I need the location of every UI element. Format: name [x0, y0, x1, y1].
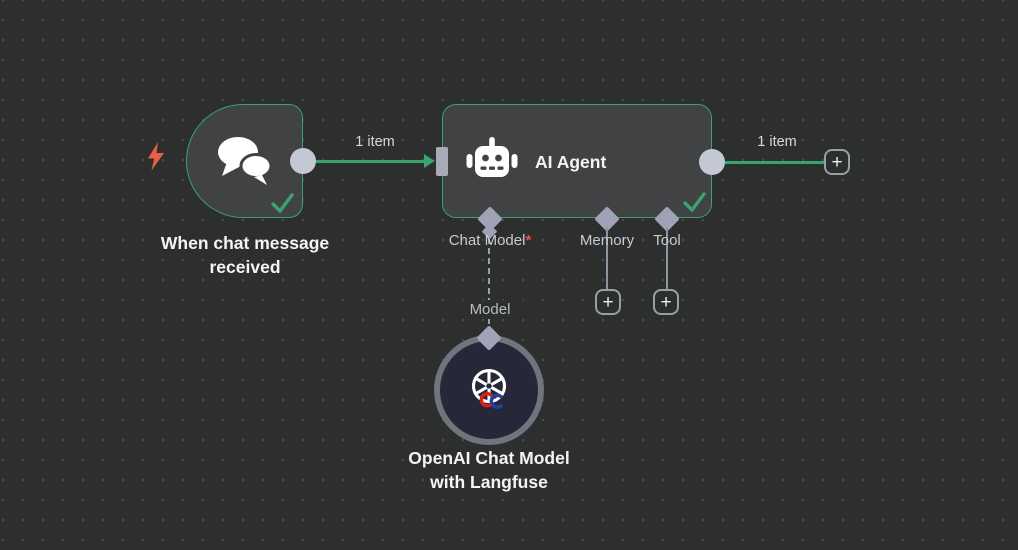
success-check-icon	[683, 192, 706, 212]
langfuse-links-icon	[479, 392, 503, 409]
memory-stem-line	[606, 227, 608, 291]
node-ai-agent[interactable]: AI Agent	[442, 104, 712, 218]
agent-input-handle[interactable]	[436, 147, 448, 176]
trigger-output-handle[interactable]	[290, 148, 316, 174]
plus-icon: +	[602, 291, 614, 313]
chat-model-input-label: Chat Model*	[448, 232, 532, 249]
tool-input-label: Tool	[653, 232, 681, 249]
plus-icon: +	[660, 291, 672, 313]
model-node-title: OpenAI Chat Model with Langfuse	[408, 448, 570, 492]
success-check-icon	[271, 193, 294, 213]
agent-output-handle[interactable]	[699, 149, 725, 175]
connection-items-label: 1 item	[757, 134, 797, 150]
node-when-chat-message-received[interactable]	[186, 104, 303, 218]
connection-arrowhead-icon	[424, 154, 435, 168]
trigger-bolt-icon	[148, 142, 164, 171]
connection-items-label: 1 item	[355, 134, 395, 150]
memory-input-label: Memory	[579, 232, 635, 249]
required-asterisk: *	[525, 232, 532, 249]
connection-chat-model[interactable]	[488, 238, 490, 334]
add-memory-button[interactable]: +	[595, 289, 621, 315]
plus-icon: +	[831, 151, 843, 173]
connection-trigger-to-agent[interactable]	[304, 160, 425, 163]
node-openai-chat-model[interactable]	[434, 335, 544, 445]
robot-icon	[466, 137, 518, 177]
agent-node-title: AI Agent	[535, 152, 607, 172]
openai-logo-icon	[472, 368, 506, 409]
connection-agent-output[interactable]	[725, 161, 825, 164]
model-connection-label: Model	[454, 300, 526, 319]
chat-bubbles-icon	[218, 137, 273, 185]
add-next-node-button[interactable]: +	[824, 149, 850, 175]
tool-stem-line	[666, 227, 668, 291]
add-tool-button[interactable]: +	[653, 289, 679, 315]
trigger-node-title: When chat message received	[160, 233, 330, 277]
